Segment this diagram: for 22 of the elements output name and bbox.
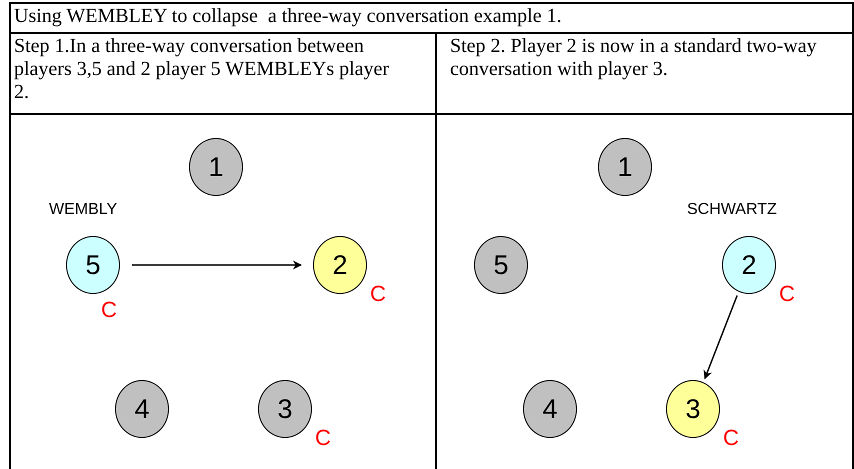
player-number: 5 bbox=[493, 250, 509, 280]
player-number: 1 bbox=[208, 152, 224, 182]
arrow bbox=[132, 260, 302, 270]
player-number: 1 bbox=[617, 152, 633, 182]
player-number: 4 bbox=[134, 394, 150, 424]
move-label: WEMBLY bbox=[49, 201, 118, 219]
player-number: 3 bbox=[685, 394, 701, 424]
move-label: SCHWARTZ bbox=[687, 201, 777, 219]
c-mark: C bbox=[101, 297, 117, 323]
player-number: 3 bbox=[277, 394, 293, 424]
arrow bbox=[704, 295, 738, 380]
c-mark: C bbox=[370, 281, 386, 307]
player-number: 5 bbox=[85, 250, 101, 280]
player-number: 2 bbox=[332, 250, 348, 280]
title-text: Using WEMBLEY to collapse a three-way conversation example 1. bbox=[14, 5, 562, 28]
player-number: 4 bbox=[542, 394, 558, 424]
c-mark: C bbox=[723, 425, 739, 451]
step-text: Step 1.In a three-way conversation between players 3,5 and 2 player 5 WEMBLEYs player 2. bbox=[14, 35, 390, 104]
player-number: 2 bbox=[741, 250, 757, 280]
step-text: Step 2. Player 2 is now in a standard two-way conversation with player 3. bbox=[450, 35, 818, 81]
c-mark: C bbox=[779, 281, 795, 307]
c-mark: C bbox=[315, 425, 331, 451]
